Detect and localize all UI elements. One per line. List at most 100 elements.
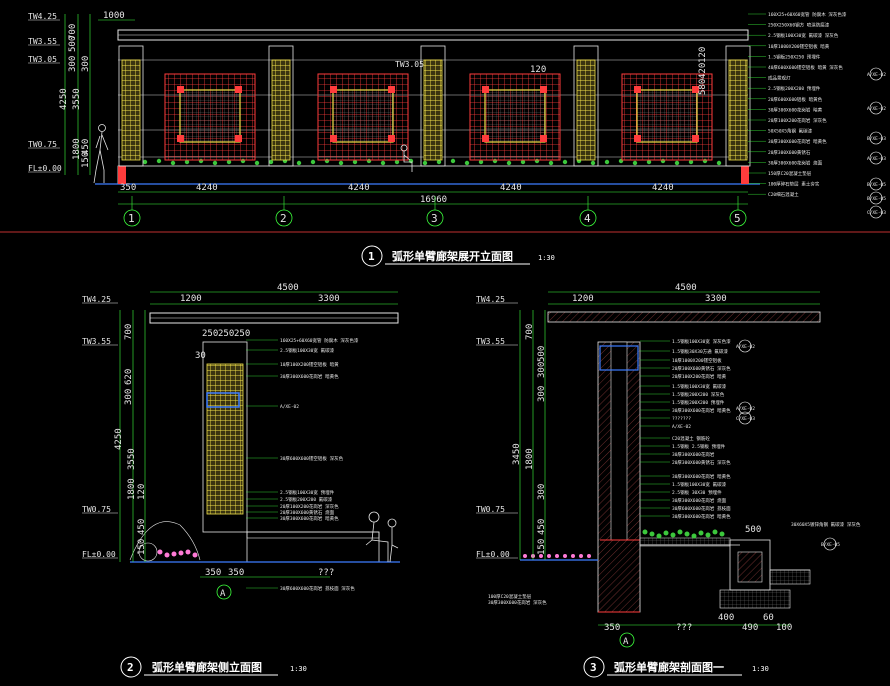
note-13: 20厚300X600黄锈石: [768, 149, 811, 156]
right-dim-0: 120: [698, 47, 708, 63]
d2-left-dim-0: 700: [124, 324, 134, 340]
d3-level-1: TW3.55: [476, 337, 505, 346]
d3-left-dim-6: 300: [537, 484, 547, 500]
note-16: 100厚碎石垫层 素土夯实: [768, 181, 820, 188]
note-11: 50X50X5角钢 氟碳漆: [768, 128, 813, 135]
d2-note-0: 160X25+60X60宽管 防腐木 深灰色漆: [280, 337, 359, 344]
title-2-number: 2: [127, 661, 134, 674]
left-dim-3: 4250: [59, 88, 69, 110]
d3-note-11: C20混凝土 钢筋砼: [672, 435, 710, 442]
planting-strip: [142, 158, 722, 166]
left-dim-4: 3550: [72, 88, 82, 110]
note-12: 30厚300X600花岗岩 暗黄色: [768, 138, 827, 145]
bottom-dim-1: 4240: [196, 183, 218, 193]
d3-note-19: 30厚600X600花岗岩 荔枝面: [672, 505, 731, 512]
note-17: C20细石混凝土: [768, 191, 799, 198]
d2-column-lattice: [206, 363, 244, 515]
d3-note-10: A/XE-02: [672, 424, 691, 430]
title-3-scale: 1:30: [752, 665, 769, 673]
tag-5: B/XE-05: [867, 196, 886, 202]
tag-1: A/XE-02: [867, 106, 886, 112]
level-2: TW3.05: [28, 55, 57, 64]
d2-level-2: TW0.75: [82, 505, 111, 514]
d2-level-3: FL±0.00: [82, 550, 116, 559]
d2-left-dim-7: 450: [137, 519, 147, 535]
d2-note-7: 2.5钢板200X200 氟碳漆: [280, 496, 333, 503]
d3-grid-A: A: [623, 637, 629, 647]
tag-6: C/XE-03: [867, 210, 886, 216]
bottom-dim-4: 4240: [652, 183, 674, 193]
d2-note-6: 2.5钢板100X30宽 预埋件: [280, 489, 335, 496]
left-dim-6: 300: [81, 56, 91, 72]
d3-note-17: 2.5钢板 30X30 预埋件: [672, 489, 722, 496]
d3-note-3: 20厚300X600黄锈石 深灰色: [672, 365, 731, 372]
title-drawing-3: 3 弧形单臂廊架剖面图一 1:30: [583, 656, 769, 678]
title-3-number: 3: [590, 661, 597, 674]
d2-note-2: 10厚100X200镂空铝板 暗黄: [280, 361, 339, 368]
level-4: FL±0.00: [28, 164, 62, 173]
human-figure-seated: [400, 144, 413, 172]
column-2: [268, 45, 294, 167]
bottom-dim-2: 4240: [348, 183, 370, 193]
d2-level-0: TW4.25: [82, 295, 111, 304]
d3-note-18: 30厚300X600花岗岩 烧面: [672, 497, 727, 504]
d2-seated-people: [365, 511, 399, 563]
d2-left-dim-8: 150: [137, 539, 147, 555]
d3-left-dim-0: 700: [525, 324, 535, 340]
d3-note-0: 1.5钢板100X30宽 深灰色漆: [672, 338, 731, 345]
level-1: TW3.55: [28, 37, 57, 46]
tag-0: A/XE-02: [867, 72, 886, 78]
d2-note-5: 30厚600X600镂空铝板 深灰色: [280, 455, 344, 462]
note-5: 40厚600X600镂空铝板 暗黄 深灰色: [768, 64, 843, 71]
d2-bottom-350a: 350: [205, 568, 221, 578]
tag-2: B/XE-03: [867, 136, 886, 142]
d3-level-3: FL±0.00: [476, 550, 510, 559]
d3-right-note: 30X60X5镀锌角钢 氟碳漆 深灰色: [791, 521, 861, 528]
bottom-dim-0: 350: [120, 183, 136, 193]
title-3-text: 弧形单臂廊架剖面图一: [614, 660, 724, 674]
d2-grid-A: A: [220, 589, 226, 599]
title-2-scale: 1:30: [290, 665, 307, 673]
d2-top-4500: 4500: [277, 283, 299, 293]
note-10: 20厚100X200花岗岩 深灰色: [768, 117, 827, 124]
d3-dim-500: 500: [745, 525, 761, 535]
d3-left-dim-1: 500: [537, 346, 547, 362]
d3-note-12: 1.5钢板 2.5钢板 预埋件: [672, 443, 726, 450]
d3-top-3300: 3300: [705, 294, 727, 304]
d3-note-21: 100厚C20混凝土垫层: [488, 593, 532, 600]
d3-left-dim-7: 450: [537, 519, 547, 535]
d3-note-20: 30厚300X600花岗岩 暗黄色: [672, 513, 731, 520]
d3-top-1200: 1200: [572, 294, 594, 304]
d2-left-dim-1: 620: [124, 369, 134, 385]
d2-lamp: [206, 392, 240, 408]
d3-left-dim-8: 150: [537, 539, 547, 555]
d2-note-1: 2.5钢板100X30宽 氟碳漆: [280, 347, 335, 354]
grid-4: 4: [584, 212, 591, 225]
title-drawing-1: 1 弧形单臂廊架展开立面图 1:30: [361, 245, 555, 267]
base-plinth: [117, 165, 749, 185]
level-3: TW0.75: [28, 140, 57, 149]
top-dim-120: 120: [530, 65, 546, 75]
note-14: 30厚300X600花岗岩 烧面: [768, 159, 823, 166]
d2-top-250b: 250: [218, 329, 234, 339]
d2-left-dim-5: 1800: [127, 478, 137, 500]
d2-bench: [246, 531, 380, 563]
d3-left-dim-3: 300: [537, 386, 547, 402]
d2-left-dim-4: 3550: [127, 448, 137, 470]
grille-panel-2: [317, 73, 409, 161]
d3-bottom-100: 100: [776, 623, 792, 633]
d3-note-8: 30厚300X600花岗岩 暗黄色: [672, 407, 731, 414]
d2-top-1200: 1200: [180, 294, 202, 304]
title-2-text: 弧形单臂廊架侧立面图: [152, 660, 262, 674]
note-15: 150厚C20混凝土垫层: [768, 170, 812, 177]
grid-1: 1: [128, 212, 135, 225]
note-9: 30厚300X600花岗岩 暗黄: [768, 106, 823, 113]
level-0: TW4.25: [28, 12, 57, 21]
d2-top-30: 30: [195, 351, 206, 361]
right-dim-2: 580: [698, 79, 708, 95]
